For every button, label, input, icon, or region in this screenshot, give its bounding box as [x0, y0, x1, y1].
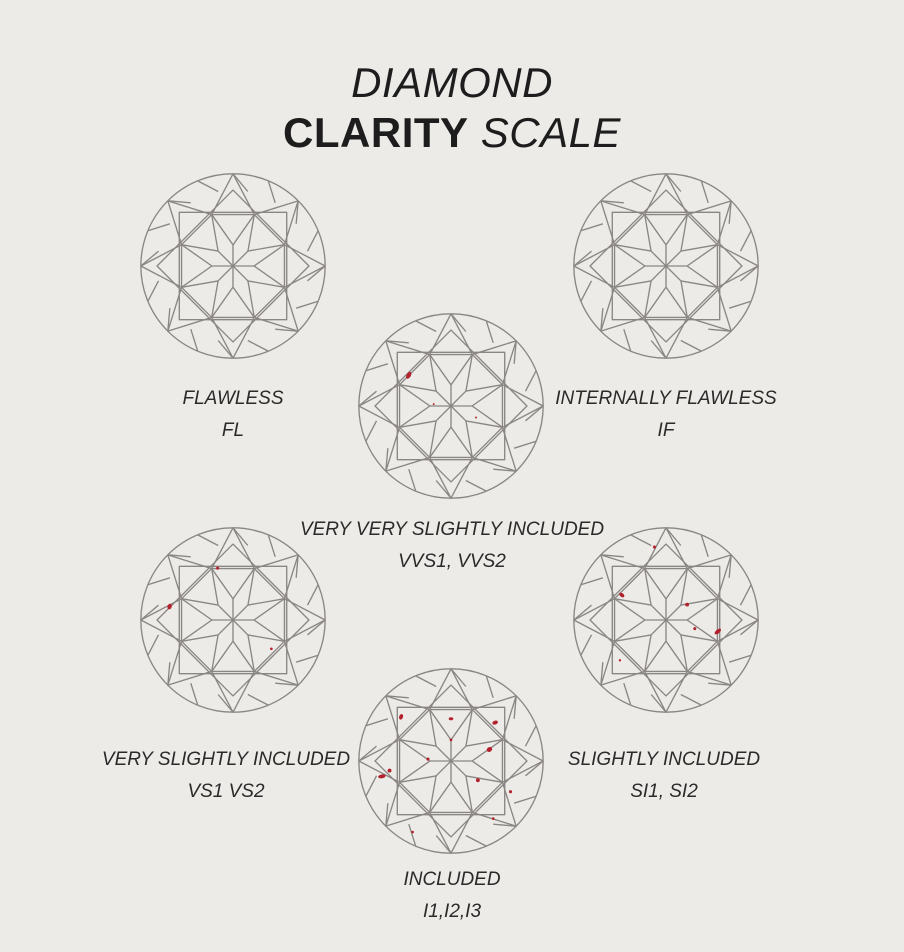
diamond-vvs-icon [355, 310, 547, 502]
inclusion-mark [167, 603, 172, 610]
caption-vs: VERY SLIGHTLY INCLUDED VS1 VS2 [86, 744, 366, 808]
inclusion-mark [406, 371, 412, 379]
grade-name: VERY SLIGHTLY INCLUDED [101, 749, 351, 770]
inclusion-mark [399, 714, 404, 720]
inclusion-mark [714, 628, 722, 635]
caption-vvs: VERY VERY SLIGHTLY INCLUDED VVS1, VVS2 [262, 514, 642, 578]
caption-flawless: FLAWLESS FL [130, 383, 336, 447]
inclusion-mark [426, 757, 430, 761]
title-diamond: DIAMOND [351, 59, 553, 106]
diamond-flawless-icon [137, 170, 329, 362]
inclusion-mark [685, 602, 690, 607]
title-clarity-scale: CLARITY SCALE [0, 110, 904, 156]
inclusion-mark [475, 416, 477, 419]
grade-code: VS1 VS2 [187, 781, 265, 802]
inclusion-mark [618, 659, 622, 662]
inclusion-mark [432, 403, 435, 406]
diamond-included-icon [355, 665, 547, 857]
grade-code: FL [221, 420, 245, 441]
inclusion-mark [387, 768, 392, 773]
inclusion-mark [449, 738, 453, 742]
inclusion-mark [492, 720, 498, 725]
grade-name: SLIGHTLY INCLUDED [567, 749, 761, 770]
caption-internally-flawless: INTERNALLY FLAWLESS IF [540, 383, 792, 447]
title-scale: SCALE [480, 109, 621, 156]
inclusion-mark [652, 545, 657, 549]
inclusion-mark [448, 717, 454, 721]
grade-name: INCLUDED [403, 869, 501, 890]
diamond-si-icon [570, 524, 762, 716]
inclusion-mark [411, 830, 414, 834]
inclusion-mark [216, 566, 220, 570]
grade-name: INTERNALLY FLAWLESS [555, 388, 777, 409]
grade-code: IF [657, 420, 675, 441]
grade-name: FLAWLESS [182, 388, 284, 409]
inclusion-mark [378, 774, 386, 779]
caption-si: SLIGHTLY INCLUDED SI1, SI2 [548, 744, 780, 808]
inclusion-mark [693, 627, 697, 631]
inclusion-mark [619, 592, 625, 598]
diamond-internally-flawless-icon [570, 170, 762, 362]
grade-name: VERY VERY SLIGHTLY INCLUDED [299, 519, 605, 540]
inclusion-mark [491, 817, 495, 820]
grade-code: SI1, SI2 [630, 781, 698, 802]
inclusion-mark [508, 790, 513, 794]
inclusion-mark [475, 778, 480, 783]
title-clarity: CLARITY [283, 109, 469, 156]
diamond-vs-icon [137, 524, 329, 716]
inclusion-mark [270, 647, 273, 651]
inclusion-mark [486, 747, 493, 752]
caption-included: INCLUDED I1,I2,I3 [352, 864, 552, 928]
grade-code: VVS1, VVS2 [398, 551, 506, 572]
grade-code: I1,I2,I3 [422, 901, 482, 922]
